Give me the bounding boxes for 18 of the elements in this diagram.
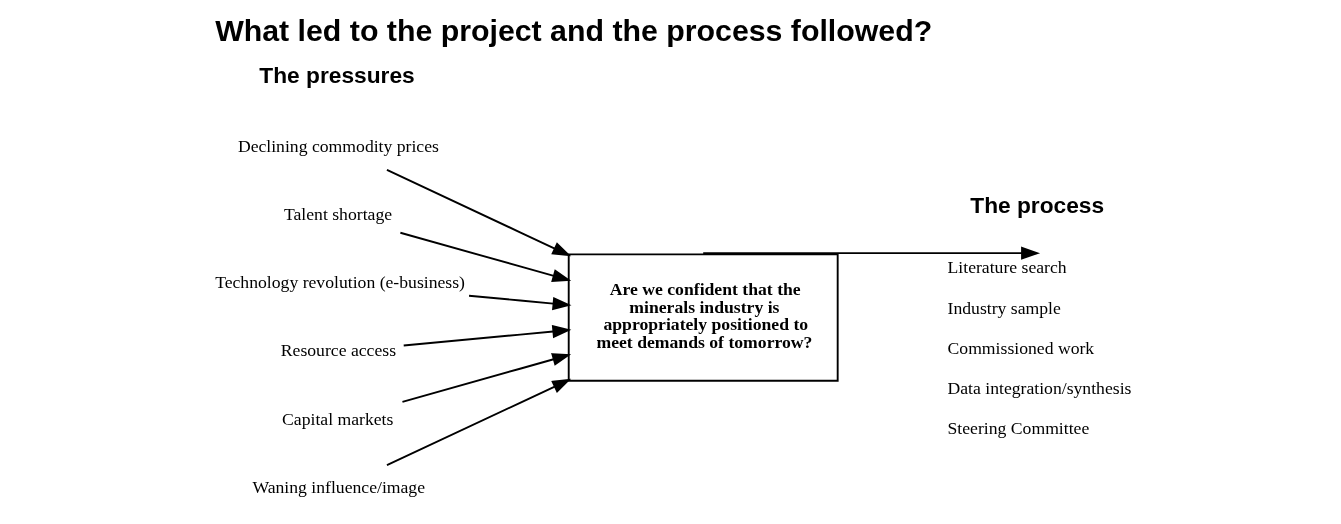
diagram-title: What led to the project and the process followed? bbox=[214, 14, 932, 48]
arrow bbox=[401, 353, 571, 403]
arrow bbox=[467, 294, 571, 311]
label: The process bbox=[969, 192, 1104, 219]
node-text: Literature search Industry sample Commissioned work Data integration/synthesis Steering Committee bbox=[947, 257, 1131, 439]
arrow bbox=[701, 246, 1040, 260]
node-text: Declining commodity prices bbox=[237, 135, 439, 156]
arrow bbox=[402, 324, 571, 347]
node-text: Technology revolution (e-business) bbox=[214, 272, 465, 293]
node-text: Waning influence/image bbox=[251, 476, 425, 497]
node-text: Resource access bbox=[280, 340, 396, 361]
label: The pressures bbox=[258, 62, 415, 89]
arrow bbox=[398, 231, 571, 283]
node-box: Are we confident that the minerals industry is appropriately positioned to meet demands of tomorrow? bbox=[567, 253, 839, 382]
node-text: Capital markets bbox=[281, 408, 393, 429]
node-text: Talent shortage bbox=[283, 203, 392, 224]
arrow bbox=[385, 168, 571, 257]
arrow bbox=[385, 378, 571, 467]
